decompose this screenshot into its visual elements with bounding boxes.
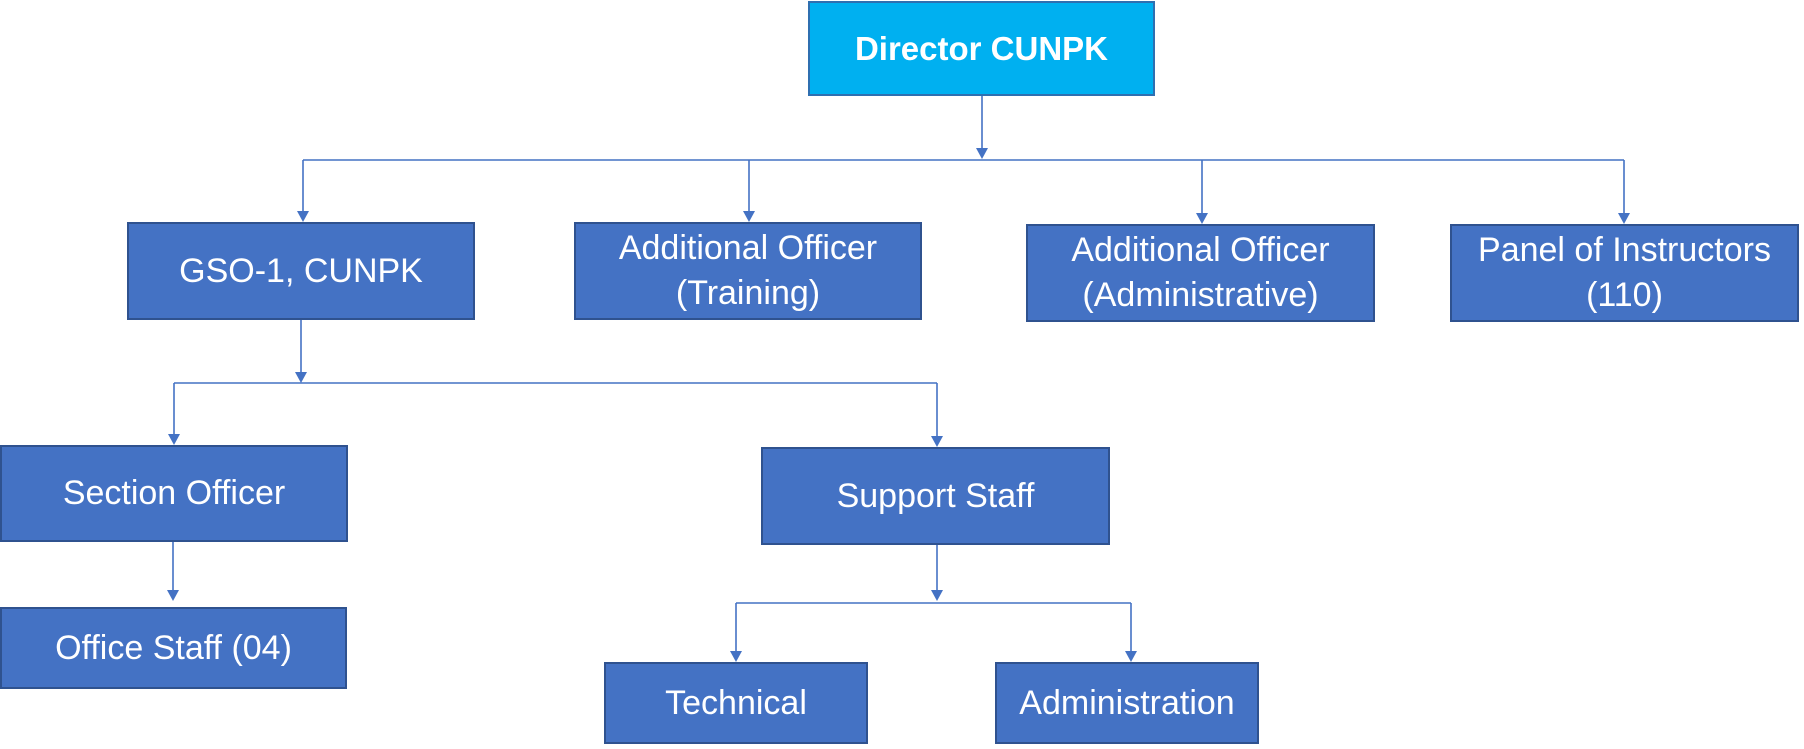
node-gso-1: GSO-1, CUNPK [127, 222, 475, 320]
connector-arrowhead [931, 436, 943, 447]
node-administration: Administration [995, 662, 1259, 744]
connector-arrowhead [976, 148, 988, 159]
connector-arrowhead [167, 590, 179, 601]
connector-arrowhead [743, 211, 755, 222]
connector-arrowhead [1618, 213, 1630, 224]
node-panel-of-instructors: Panel of Instructors (110) [1450, 224, 1799, 322]
connector-arrowhead [730, 651, 742, 662]
connector-arrowhead [1125, 651, 1137, 662]
connector-arrowhead [931, 590, 943, 601]
connector-arrowhead [168, 434, 180, 445]
connector-arrowhead [295, 372, 307, 383]
node-director-cunpk: Director CUNPK [808, 1, 1155, 96]
node-additional-officer-administrative: Additional Officer (Administrative) [1026, 224, 1375, 322]
node-office-staff: Office Staff (04) [0, 607, 347, 689]
node-support-staff: Support Staff [761, 447, 1110, 545]
connector-arrowhead [297, 211, 309, 222]
node-technical: Technical [604, 662, 868, 744]
node-additional-officer-training: Additional Officer (Training) [574, 222, 922, 320]
connector-arrowhead [1196, 213, 1208, 224]
node-section-officer: Section Officer [0, 445, 348, 542]
